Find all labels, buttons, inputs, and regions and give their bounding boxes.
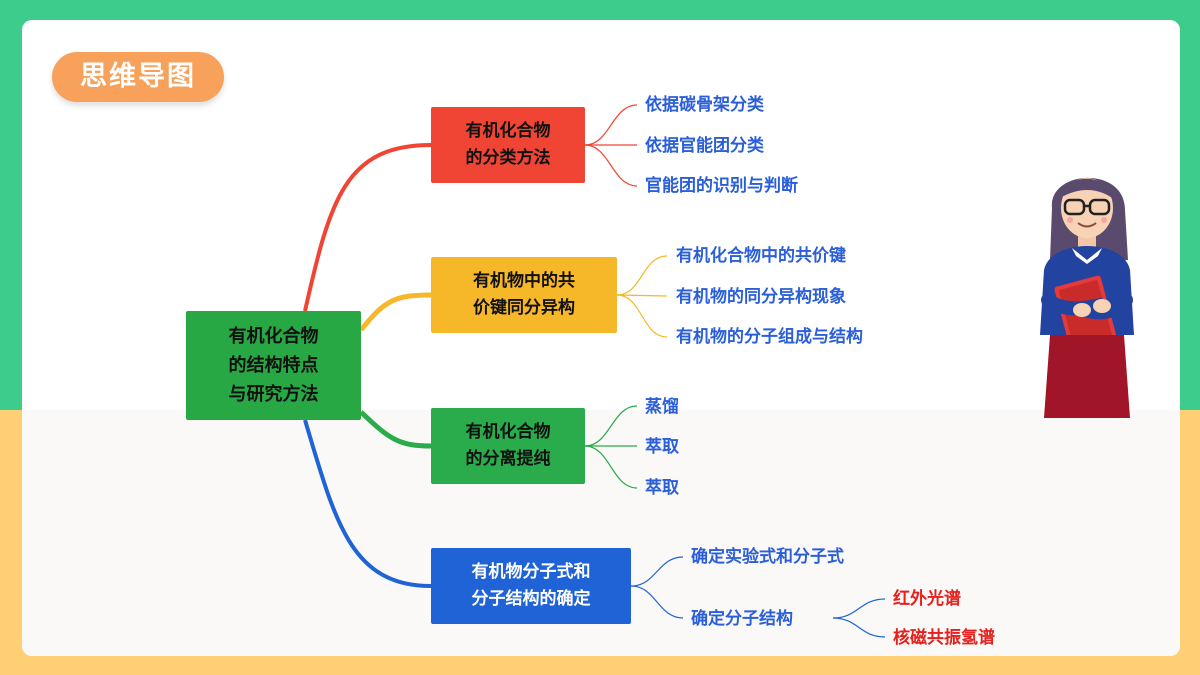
branch-node-covalent-bond: 有机物中的共 价键同分异构: [431, 257, 617, 333]
leaf-item: 蒸馏: [645, 397, 679, 417]
link-b1-leaf3: [584, 144, 638, 187]
leaf-item: 萃取: [645, 478, 679, 498]
leaf-item: 确定实验式和分子式: [691, 547, 844, 567]
subleaf-item: 红外光谱: [893, 589, 961, 609]
link-b2-leaf1: [616, 255, 668, 296]
branch-node-separation: 有机化合物 的分离提纯: [431, 408, 585, 484]
link-root-branch4: [303, 419, 432, 588]
branch-node-structure-determination: 有机物分子式和 分子结构的确定: [431, 548, 631, 624]
link-b4-leaf1: [630, 556, 684, 587]
leaf-item: 有机物的同分异构现象: [676, 287, 846, 307]
link-b2-leaf3: [616, 294, 668, 338]
leaf-item: 官能团的识别与判断: [645, 176, 798, 196]
link-root-branch1: [303, 143, 432, 312]
leaf-item: 依据碳骨架分类: [645, 95, 764, 115]
branch-node-classification: 有机化合物 的分类方法: [431, 107, 585, 183]
link-b4-sub2: [832, 617, 886, 638]
link-b3-leaf3: [584, 445, 638, 489]
leaf-item: 萃取: [645, 437, 679, 457]
mindmap-badge: 思维导图: [52, 52, 224, 102]
link-root-branch2: [359, 292, 432, 332]
link-b4-sub1: [832, 598, 886, 619]
subleaf-item: 核磁共振氢谱: [893, 628, 995, 648]
link-b3-leaf1: [584, 405, 638, 447]
leaf-item: 确定分子结构: [691, 609, 793, 629]
teacher-holding-book-icon: [1040, 177, 1134, 418]
root-node: 有机化合物 的结构特点 与研究方法: [186, 311, 361, 420]
link-b1-leaf1: [584, 104, 638, 146]
leaf-item: 依据官能团分类: [645, 136, 764, 156]
link-root-branch3: [359, 410, 432, 449]
leaf-item: 有机化合物中的共价键: [676, 246, 846, 266]
leaf-item: 有机物的分子组成与结构: [676, 327, 863, 347]
link-b2-leaf2: [616, 294, 668, 297]
link-b4-leaf2: [630, 585, 684, 619]
